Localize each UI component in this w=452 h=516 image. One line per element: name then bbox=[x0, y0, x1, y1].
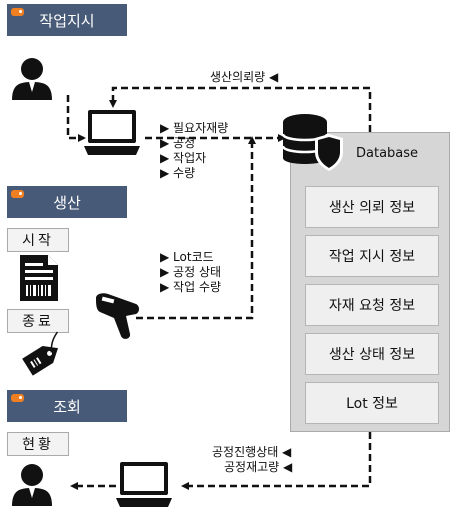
end-label-text: 종료 bbox=[22, 314, 54, 330]
db-item-material: 자재 요청 정보 bbox=[305, 284, 439, 326]
order-item: ▶ 필요자재량 bbox=[160, 121, 229, 135]
db-item-lot: Lot 정보 bbox=[305, 382, 439, 424]
connector-person-to-laptop bbox=[66, 95, 86, 142]
order-items-annotation: ▶ 필요자재량 ▶ 공정 ▶ 작업자 ▶ 수량 bbox=[160, 121, 228, 181]
tag-icon bbox=[11, 8, 24, 16]
order-item: ▶ 작업자 bbox=[160, 151, 207, 165]
section-work-order-label: 작업지시 bbox=[39, 11, 95, 30]
db-item-production-status: 생산 상태 정보 bbox=[305, 333, 439, 375]
status-item: 공정진행상태 ◀ bbox=[212, 445, 292, 459]
status-item: 공정재고량 ◀ bbox=[224, 460, 293, 474]
person-icon bbox=[12, 58, 52, 100]
person-icon bbox=[12, 464, 52, 506]
section-production-label: 생산 bbox=[53, 193, 81, 212]
connector-scanner-to-db bbox=[136, 136, 256, 320]
status-items-annotation: 공정진행상태 ◀ 공정재고량 ◀ bbox=[212, 445, 292, 475]
db-item-work-order: 작업 지시 정보 bbox=[305, 235, 439, 277]
request-qty-annotation: 생산의뢰량 ◀ bbox=[210, 70, 279, 84]
tag-icon bbox=[22, 331, 59, 376]
order-item: ▶ 수량 bbox=[160, 166, 196, 180]
database-title: Database bbox=[356, 146, 419, 161]
order-item: ▶ 공정 bbox=[160, 136, 196, 150]
section-work-order: 작업지시 bbox=[7, 4, 127, 36]
status-label: 현황 bbox=[7, 432, 69, 456]
end-label: 종료 bbox=[7, 309, 69, 333]
scan-item: ▶ 작업 수량 bbox=[160, 280, 222, 294]
connector-db-to-inquiry-laptop bbox=[181, 432, 372, 490]
start-label-text: 시작 bbox=[22, 233, 54, 249]
database-shield-icon bbox=[281, 114, 343, 171]
connector-db-to-laptop bbox=[109, 86, 372, 132]
section-inquiry-label: 조회 bbox=[53, 397, 81, 416]
tag-icon bbox=[11, 190, 24, 198]
section-inquiry: 조회 bbox=[7, 390, 127, 422]
scan-item: ▶ 공정 상태 bbox=[160, 265, 222, 279]
barcode-scanner-icon bbox=[96, 293, 139, 339]
start-label: 시작 bbox=[7, 228, 69, 252]
tag-icon bbox=[11, 394, 24, 402]
status-label-text: 현황 bbox=[22, 437, 54, 453]
scan-items-annotation: ▶ Lot코드 ▶ 공정 상태 ▶ 작업 수량 bbox=[160, 250, 221, 295]
db-item-request: 생산 의뢰 정보 bbox=[305, 186, 439, 228]
laptop-icon bbox=[116, 462, 172, 507]
scan-item: ▶ Lot코드 bbox=[160, 250, 214, 264]
laptop-icon bbox=[84, 110, 140, 155]
document-barcode-icon bbox=[20, 255, 58, 301]
section-production: 생산 bbox=[7, 186, 127, 218]
